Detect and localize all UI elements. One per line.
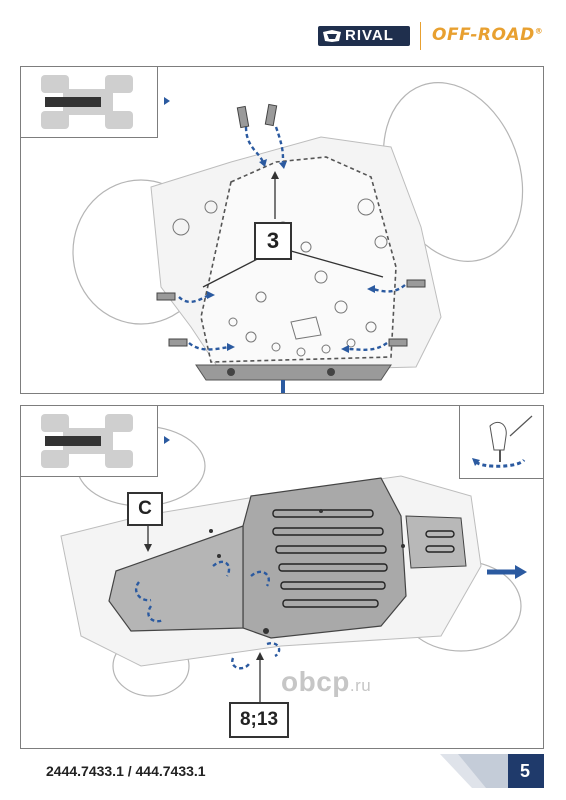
rival-logo: RIVAL <box>318 26 410 46</box>
watermark: obcp.ru <box>281 666 371 698</box>
offroad-text: OFF-ROAD <box>432 25 535 45</box>
rival-brand-text: RIVAL <box>345 27 394 44</box>
footer-band <box>440 754 544 788</box>
callout-c: C <box>127 492 163 526</box>
part-numbers: 2444.7433.1 / 444.7433.1 <box>46 763 206 779</box>
underbody-illustration-top <box>72 82 524 393</box>
vehicle-thumbnail-bottom <box>21 406 158 477</box>
offroad-logo: OFF-ROAD® <box>432 25 543 45</box>
watermark-suffix: .ru <box>349 676 372 695</box>
registered-mark: ® <box>534 26 544 36</box>
underbody-illustration-bottom <box>60 425 527 702</box>
tool-inset <box>459 406 543 479</box>
thumbnail-pointer-icon <box>164 436 170 444</box>
atv-topview-icon <box>41 414 133 468</box>
rival-emblem-icon <box>323 30 341 42</box>
callout-step-3: 3 <box>254 222 292 260</box>
logo-divider <box>420 22 421 50</box>
watermark-text: obcp <box>281 666 350 697</box>
step-panel-top <box>20 66 544 394</box>
page-number: 5 <box>519 761 530 781</box>
callout-bolts-8-13: 8;13 <box>229 702 289 738</box>
step-panel-bottom <box>20 405 544 749</box>
thumbnail-pointer-icon <box>164 97 170 105</box>
vehicle-thumbnail-top <box>21 67 158 138</box>
atv-topview-icon <box>41 75 133 129</box>
hand-wrench-icon <box>472 415 533 468</box>
